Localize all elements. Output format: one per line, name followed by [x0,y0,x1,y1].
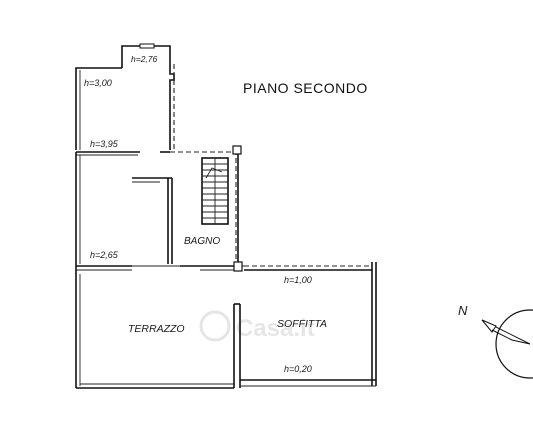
height-label-soffitta-low: h=0,20 [284,364,312,374]
terrace-walls [75,272,241,389]
room-label-soffitta: SOFFITTA [277,318,327,330]
compass-arrow-icon [481,319,497,333]
north-compass-icon: N [458,303,533,379]
pillar-mid [233,261,243,272]
upper-room-walls [75,43,175,156]
room-label-bagno: BAGNO [184,236,220,247]
height-label-mid: h=3,95 [90,139,119,149]
height-label-room-top: h=3,00 [84,78,112,88]
middle-walls [75,145,243,272]
dashed-outline [170,151,244,267]
stair-arrow [205,167,223,179]
room-label-terrazzo: TERRAZZO [128,323,185,335]
watermark: Casa.it [199,310,315,342]
height-label-soffitta-high: h=1,00 [284,275,312,285]
height-label-lower: h=2,65 [90,250,119,260]
height-label-top: h=2,76 [131,54,158,64]
lower-partition [76,265,234,271]
watermark-text: Casa.it [236,315,315,342]
soffitta-walls [240,262,377,387]
watermark-icon [199,310,231,342]
staircase [201,157,229,225]
window-top [139,43,155,49]
north-label: N [458,303,468,318]
pillar-top [232,145,242,155]
plan-title: PIANO SECONDO [243,80,368,96]
